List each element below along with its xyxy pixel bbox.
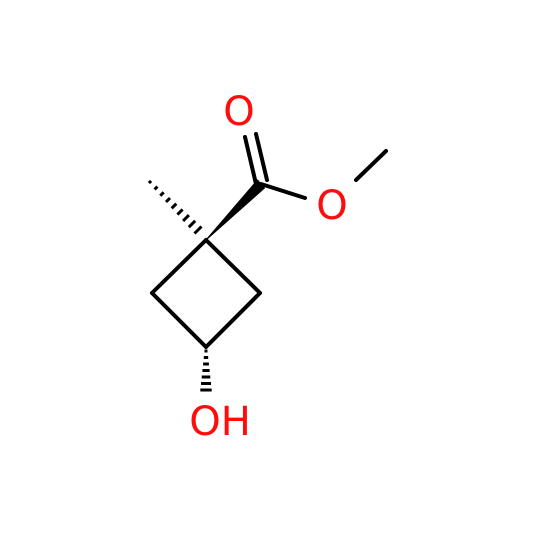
hydroxyl-label: OH bbox=[189, 399, 251, 445]
methyl-hashed-wedge bbox=[147, 179, 203, 235]
ring-bond-c3-c4 bbox=[150, 291, 208, 349]
methoxy-bond bbox=[354, 149, 388, 182]
ester-single-bond bbox=[259, 182, 307, 200]
hydroxyl-hashed-wedge bbox=[200, 349, 212, 392]
ring-bond-c4-c1 bbox=[150, 238, 208, 295]
ester-solid-wedge bbox=[205, 179, 265, 241]
ring-bond-c1-c2 bbox=[204, 238, 262, 295]
ring-bond-c2-c3 bbox=[204, 291, 262, 349]
ester-oxygen-label: O bbox=[316, 183, 347, 229]
carbonyl-oxygen-label: O bbox=[223, 89, 254, 135]
carbonyl-double-bond bbox=[243, 132, 269, 186]
cyclobutane-ring bbox=[150, 238, 262, 349]
